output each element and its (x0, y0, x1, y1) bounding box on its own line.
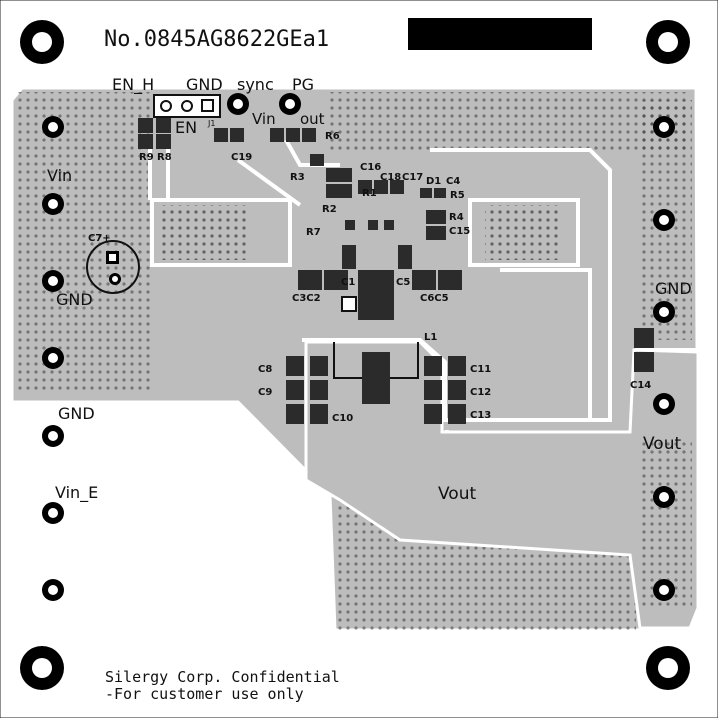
label-vin-left: Vin (47, 166, 72, 185)
label-gnd-lower-left: GND (58, 404, 95, 423)
label-en-h: EN_H (112, 75, 154, 95)
label-gnd-left: GND (56, 290, 93, 309)
label-sync: sync (237, 75, 274, 94)
designator-r1: R1 (362, 188, 377, 199)
designator-r9: R9 (139, 152, 154, 163)
via-field-left (14, 92, 154, 392)
designator-r7: R7 (306, 227, 321, 238)
capacitor-c7 (86, 240, 140, 294)
designator-c19: C19 (231, 152, 252, 163)
designator-c16: C16 (360, 162, 381, 173)
designator-r5: R5 (450, 190, 465, 201)
via-field-center-right (485, 205, 560, 260)
designator-c17: C17 (402, 172, 423, 183)
designator-c13: C13 (470, 410, 491, 421)
label-gnd-right: GND (655, 279, 692, 298)
designator-r4: R4 (449, 212, 464, 223)
designator-c11: C11 (470, 364, 491, 375)
designator-c8: C8 (258, 364, 272, 375)
designator-c1: C1 (341, 277, 355, 288)
designator-c4: C4 (446, 176, 460, 187)
label-vin-e: Vin_E (55, 483, 98, 503)
label-pg: PG (292, 75, 314, 94)
inductor-l1-outline (333, 296, 419, 379)
designator-c14: C14 (630, 380, 651, 391)
label-gnd-top: GND (186, 75, 223, 94)
designator-c12: C12 (470, 387, 491, 398)
confidential-note: Silergy Corp. Confidential (105, 668, 340, 686)
designator-c6c5: C6C5 (420, 293, 449, 304)
designator-r3: R3 (290, 172, 305, 183)
label-vout-right: Vout (643, 434, 681, 454)
part-number: No.0845AG8622GEa1 (104, 27, 329, 52)
mounting-holes (20, 20, 690, 690)
label-block (408, 18, 592, 50)
designator-c18: C18 (380, 172, 401, 183)
designator-d1: D1 (426, 176, 441, 187)
component-designators: R9 R8 C19 R6 R3 C16 R1 C18 C17 D1 C4 R5 … (88, 131, 651, 424)
label-out-small: out (300, 110, 325, 128)
designator-l1: L1 (424, 332, 437, 343)
header-j1 (153, 94, 221, 118)
designator-c5: C5 (396, 277, 410, 288)
label-en: EN (175, 118, 197, 137)
designator-r6: R6 (325, 131, 340, 142)
designator-c9: C9 (258, 387, 272, 398)
terminals (42, 93, 675, 601)
designator-c15: C15 (449, 226, 470, 237)
designator-r8: R8 (157, 152, 172, 163)
designator-c10: C10 (332, 413, 353, 424)
label-j1: J1 (207, 119, 215, 128)
customer-note: -For customer use only (105, 685, 304, 703)
label-vin-small: Vin (252, 110, 276, 128)
designator-c3c2: C3C2 (292, 293, 321, 304)
via-field-center-left (160, 205, 250, 260)
designator-c7: C7+ (88, 233, 111, 244)
designator-r2: R2 (322, 204, 337, 215)
via-field-top (330, 92, 690, 152)
smd-pads (138, 118, 654, 424)
label-vout-center: Vout (438, 484, 476, 504)
